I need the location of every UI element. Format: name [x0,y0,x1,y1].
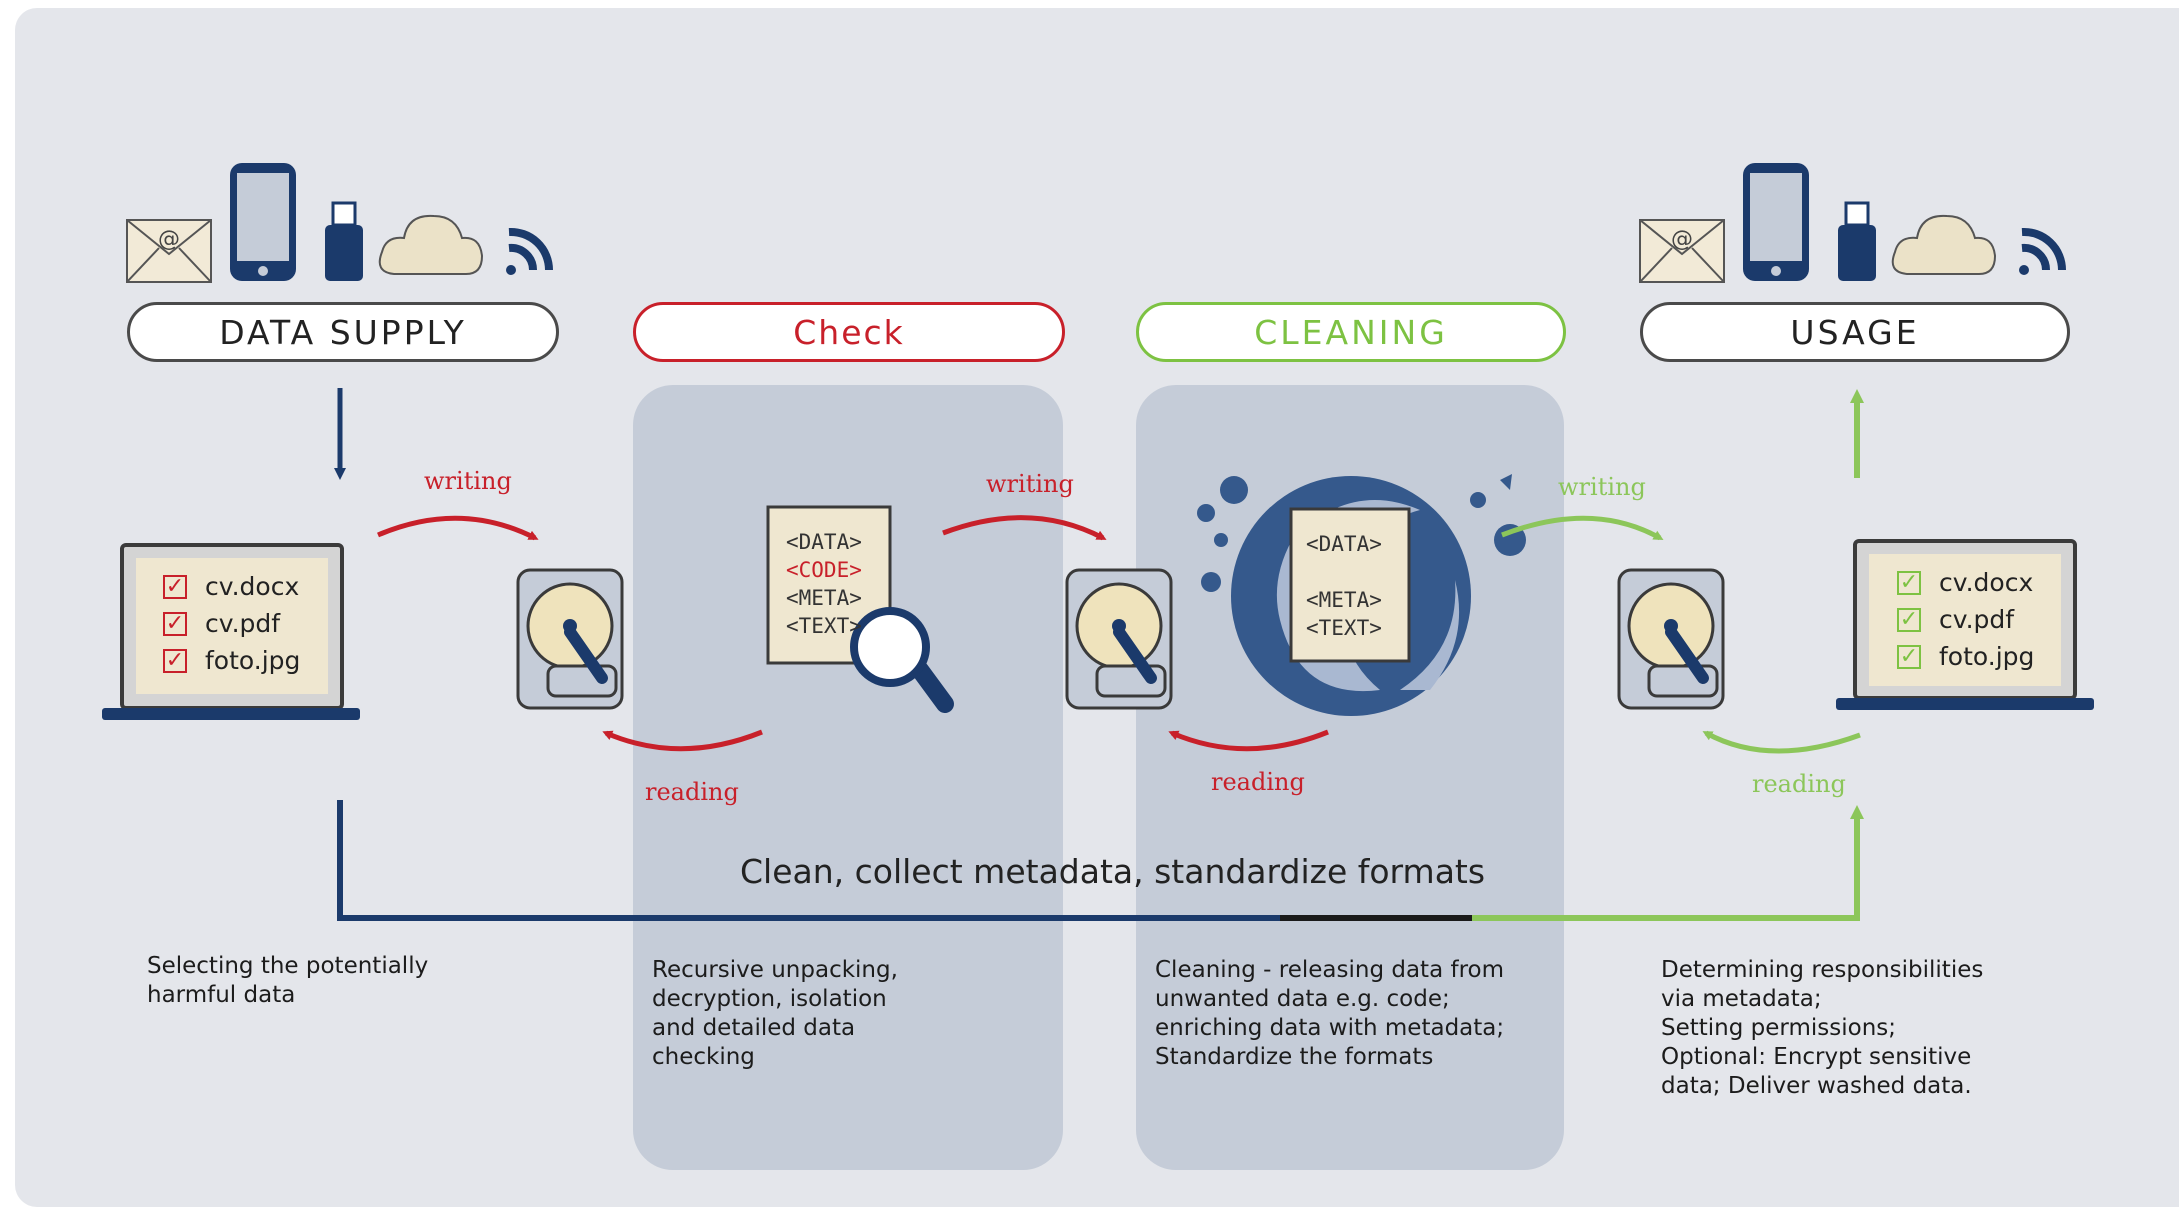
hard-disk-icon [1065,568,1173,710]
reading-arrow-2 [1168,729,1329,752]
reading-arrow-1 [602,729,763,752]
file-name: cv.pdf [205,609,281,638]
writing-label: writing [986,470,1074,498]
doc-line: <META> [786,586,862,610]
checkbox-icon: ✓ [1897,607,1921,632]
reading-arrow-3 [1702,730,1861,754]
svg-text:@: @ [158,227,180,252]
center-caption: Clean, collect metadata, standardize for… [740,852,1486,891]
hard-disk-icon [1617,568,1725,710]
mail-icon: @ [126,219,212,283]
file-name: foto.jpg [205,646,301,675]
flow-line-navy [337,800,1280,921]
smartphone-icon [1743,163,1809,281]
check-description: Recursive unpacking, decryption, isolati… [652,957,898,1070]
checkbox-icon: ✓ [1897,644,1921,669]
file-name: cv.docx [205,572,300,601]
doc-line: <META> [1306,588,1382,612]
file-row: ✓ cv.pdf [1897,601,2034,638]
cleaning-description: Cleaning - releasing data from unwanted … [1155,957,1505,1070]
cleaning-document-text: <DATA> <META> <TEXT> [1306,530,1382,642]
doc-line: <DATA> [1306,532,1382,556]
writing-arrow-1 [377,515,539,541]
usb-stick-icon [1838,201,1876,281]
stage-cleaning: CLEANING [1136,302,1566,362]
reading-label: reading [1752,770,1846,798]
svg-text:@: @ [1671,227,1693,252]
writing-arrow-2 [942,515,1107,541]
usage-description: Determining responsibilities via metadat… [1661,957,1984,1099]
flow-line-green [1472,805,1864,921]
supply-file-list: ✓ cv.docx ✓ cv.pdf ✓ foto.jpg [163,568,300,679]
file-row: ✓ foto.jpg [1897,638,2034,675]
file-row: ✓ cv.pdf [163,605,300,642]
laptop-icon [102,543,360,720]
doc-line: <TEXT> [786,614,862,638]
writing-arrow-3 [1501,515,1664,541]
file-row: ✓ cv.docx [163,568,300,605]
file-name: foto.jpg [1939,642,2035,671]
checkbox-icon: ✓ [163,611,187,636]
check-document-text: <DATA> <CODE> <META> <TEXT> [786,528,862,640]
cloud-icon [378,214,484,275]
doc-line: <TEXT> [1306,616,1382,640]
smartphone-icon [230,163,296,281]
checkbox-icon: ✓ [163,574,187,599]
checkbox-icon: ✓ [1897,570,1921,595]
doc-line-code: <CODE> [786,558,862,582]
cloud-icon [1891,214,1997,275]
wifi-icon [506,227,554,275]
doc-line: <DATA> [786,530,862,554]
mail-icon: @ [1639,219,1725,283]
file-row: ✓ cv.docx [1897,564,2034,601]
file-name: cv.docx [1939,568,2034,597]
usage-file-list: ✓ cv.docx ✓ cv.pdf ✓ foto.jpg [1897,564,2034,675]
reading-label: reading [1211,768,1305,796]
checkbox-icon: ✓ [163,648,187,673]
data-supply-description: Selecting the potentially harmful data [147,953,429,1008]
writing-label: writing [1558,473,1646,501]
stage-check: Check [633,302,1065,362]
hard-disk-icon [516,568,624,710]
wave-icon [1197,474,1526,716]
doc-line [1306,558,1382,586]
file-name: cv.pdf [1939,605,2015,634]
stage-data-supply: DATA SUPPLY [127,302,559,362]
magnifier-icon [850,607,954,713]
wifi-icon [2019,227,2067,275]
file-row: ✓ foto.jpg [163,642,300,679]
laptop-icon [1836,539,2094,710]
writing-label: writing [424,467,512,495]
stage-usage: USAGE [1640,302,2070,362]
reading-label: reading [645,778,739,806]
usb-stick-icon [325,201,363,281]
